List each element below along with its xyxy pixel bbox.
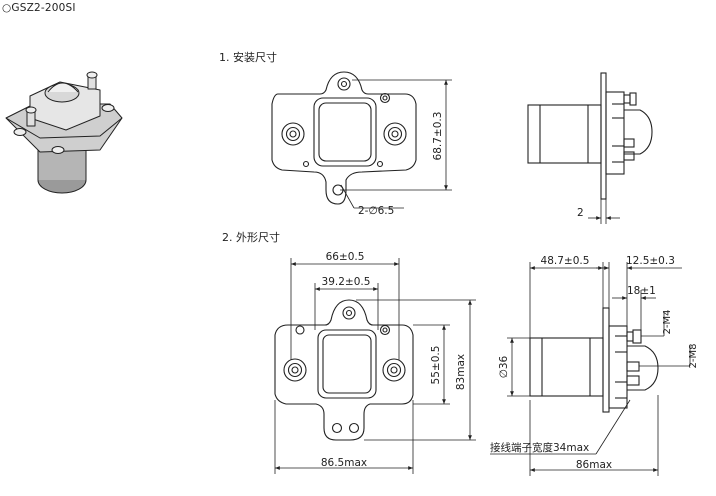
dim-terminal-18	[612, 290, 656, 330]
dim-hole-dia-label: 2-∅6.5	[358, 205, 394, 217]
install-front-view	[271, 71, 417, 205]
dim-thread-m4	[641, 312, 665, 337]
dim-terminal-18-label: 18±1	[627, 285, 656, 297]
model-title: ○GSZ2-200SI	[2, 2, 76, 14]
outline-front-view	[274, 299, 414, 441]
dim-width-66	[290, 258, 400, 360]
dim-thread-m8	[639, 346, 691, 367]
product-isometric-sketch	[5, 71, 123, 194]
dim-height-68-7-label: 68.7±0.3	[432, 112, 444, 161]
dim-body-48-7	[529, 262, 604, 338]
dim-height-55	[413, 324, 450, 405]
dim-width-86-5	[274, 400, 414, 474]
dim-thread-m8-label: 2-M8	[688, 344, 699, 369]
dim-flange-thickness-label: 2	[577, 207, 584, 219]
terminal-width-leader	[490, 399, 631, 455]
dim-height-83-label: 83max	[455, 354, 467, 390]
terminal-width-label: 接线端子宽度34max	[490, 441, 589, 454]
dim-body-48-7-label: 48.7±0.5	[541, 255, 590, 267]
dim-length-86	[529, 395, 659, 476]
dim-thread-m4-label: 2-M4	[662, 310, 673, 335]
section-install-title: 1. 安装尺寸	[219, 51, 277, 64]
dim-width-66-label: 66±0.5	[326, 251, 365, 263]
dim-flange-thickness	[588, 199, 620, 224]
dim-dia-36	[507, 337, 530, 397]
outline-side-view	[529, 307, 659, 413]
dim-cap-12-5	[596, 262, 682, 326]
dim-height-83	[356, 299, 476, 441]
dim-dia-36-label: ∅36	[498, 355, 510, 378]
dim-width-39-2-label: 39.2±0.5	[322, 276, 371, 288]
dim-height-68-7	[340, 79, 452, 209]
dim-length-86-label: 86max	[576, 459, 612, 471]
dim-width-86-5-label: 86.5max	[321, 457, 367, 469]
install-side-view	[527, 72, 653, 200]
dim-cap-12-5-label: 12.5±0.3	[626, 255, 675, 267]
dim-width-39-2	[314, 283, 379, 330]
section-outline-title: 2. 外形尺寸	[222, 231, 280, 244]
dim-height-55-label: 55±0.5	[430, 346, 442, 385]
